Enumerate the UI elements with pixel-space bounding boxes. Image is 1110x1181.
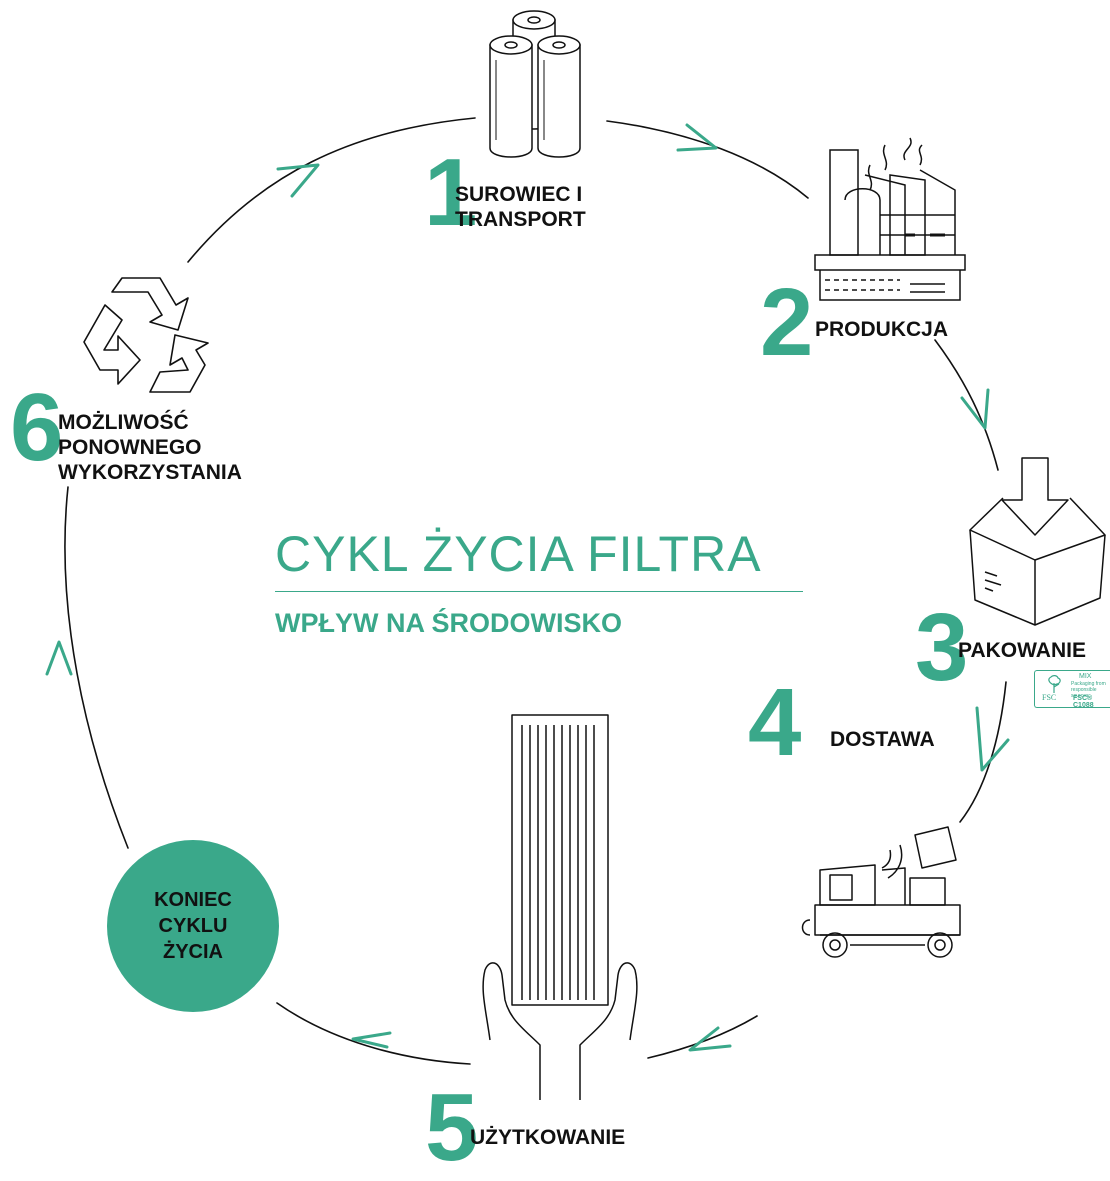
step-label-6-line-1: MOŻLIWOŚĆ: [58, 411, 189, 434]
page-title: CYKL ŻYCIA FILTRA: [275, 526, 762, 582]
step-number-3: 3: [915, 594, 969, 701]
fsc-brand: FSC: [1042, 693, 1057, 702]
step-number-4: 4: [748, 669, 802, 776]
step-number-2: 2: [760, 269, 814, 376]
arrow-2-3: [960, 388, 990, 430]
fsc-text: Packaging from responsible sources: [1071, 681, 1106, 699]
step-number-6: 6: [10, 374, 64, 481]
step-label-6-line-2: PONOWNEGO: [58, 436, 202, 459]
cycle-arc-2-3: [934, 339, 999, 471]
cycle-arc-end-6: [64, 486, 129, 849]
paper-rolls-icon: [489, 10, 581, 158]
step-label-2: PRODUKCJA: [815, 318, 949, 341]
factory-icon: [814, 137, 966, 301]
step-label-1-line-2: TRANSPORT: [455, 208, 586, 231]
end-of-life-label: KONIEC CYKLU ŻYCIA: [154, 887, 232, 965]
cycle-arc-6-1: [187, 117, 476, 263]
step-label-1: SUROWIEC I TRANSPORT: [455, 182, 586, 232]
end-of-life-circle: KONIEC CYKLU ŻYCIA: [107, 840, 279, 1012]
fsc-tree-icon: [1048, 675, 1061, 693]
arrow-3-4: [975, 706, 1010, 772]
page-subtitle: WPŁYW NA ŚRODOWISKO: [275, 608, 622, 638]
cycle-arc-4-5: [647, 1015, 758, 1059]
hands-filter-icon: [482, 714, 638, 1100]
title-divider: [275, 591, 803, 592]
end-line-3: ŻYCIA: [162, 941, 223, 963]
step-label-6-line-3: WYKORZYSTANIA: [58, 461, 242, 484]
cycle-arc-1-2: [606, 120, 809, 199]
fsc-code: FSC® C1088: [1073, 695, 1094, 708]
arrow-4-5: [688, 1026, 732, 1052]
truck-icon: [801, 826, 961, 958]
fsc-mix: MIX: [1079, 673, 1092, 680]
step-number-1: 1: [424, 139, 478, 246]
step-label-4: DOSTAWA: [830, 728, 935, 751]
arrow-end-6: [45, 640, 73, 676]
arrow-5-end: [351, 1031, 392, 1049]
recycle-icon: [83, 277, 209, 393]
step-label-3: PAKOWANIE: [958, 639, 1086, 662]
fsc-badge: FSC MIX Packaging from responsible sourc…: [1034, 670, 1110, 708]
box-icon: [969, 457, 1106, 626]
step-label-1-line-1: SUROWIEC I: [455, 183, 583, 206]
end-line-1: KONIEC: [154, 889, 232, 911]
step-label-5: UŻYTKOWANIE: [470, 1126, 626, 1149]
arrow-1-2: [676, 123, 718, 152]
arrow-6-1: [276, 163, 320, 198]
cycle-arc-5-end: [276, 1002, 471, 1065]
end-line-2: CYKLU: [158, 915, 228, 937]
step-label-6: MOŻLIWOŚĆ PONOWNEGO WYKORZYSTANIA: [58, 410, 242, 485]
